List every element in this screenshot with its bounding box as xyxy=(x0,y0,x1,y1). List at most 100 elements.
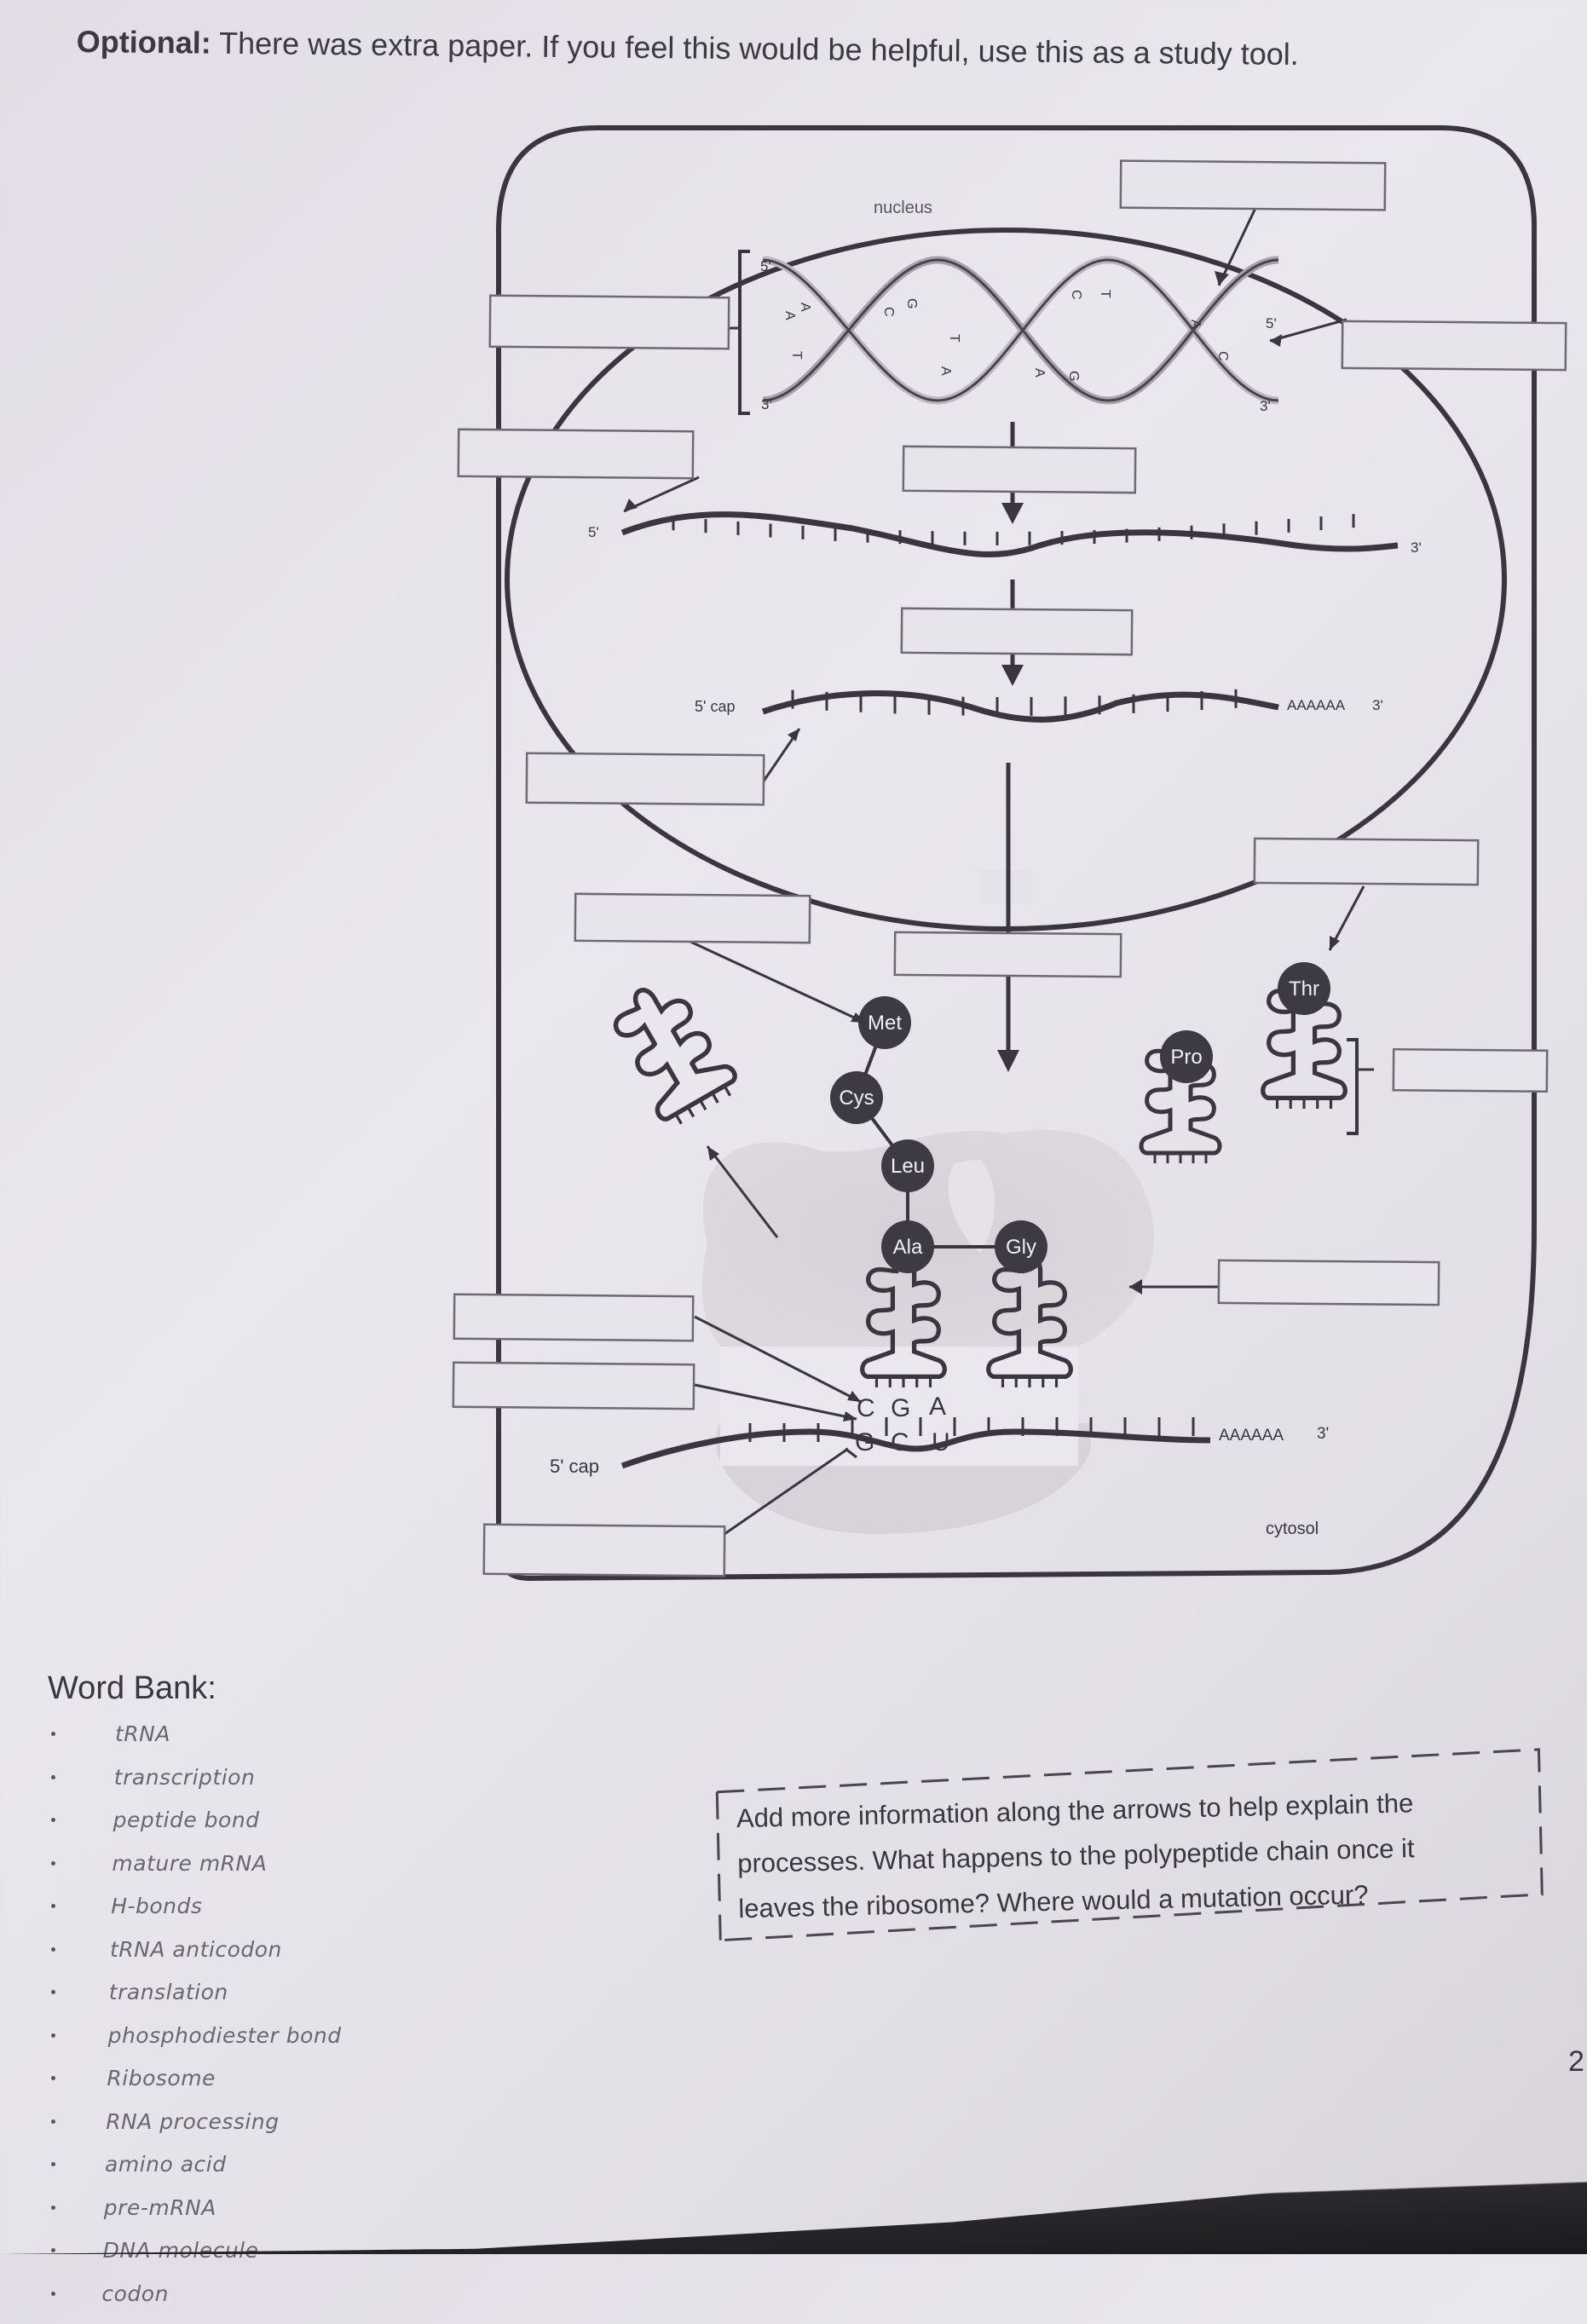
blank-label-box[interactable] xyxy=(1255,839,1478,885)
word-bank-item: DNA molecule xyxy=(51,2238,342,2281)
codon-base: G xyxy=(855,1428,874,1456)
bullet xyxy=(51,2206,55,2210)
bullet xyxy=(51,1947,55,1952)
dna-base: C xyxy=(881,307,896,317)
bullet xyxy=(51,1775,55,1779)
anticodon-base: C xyxy=(857,1394,875,1422)
amino-acid: Cys xyxy=(830,1071,883,1124)
word-bank-term: RNA processing xyxy=(106,2109,279,2134)
anticodon-base: G xyxy=(891,1394,910,1422)
blank-label-box[interactable] xyxy=(1121,161,1385,210)
bullet xyxy=(51,1732,55,1736)
dna-base: T xyxy=(789,351,804,360)
amino-acid-label: Thr xyxy=(1289,977,1319,1001)
premrna-3prime: 3' xyxy=(1411,539,1422,556)
blank-label-box[interactable] xyxy=(454,1295,693,1341)
cytosol-label: cytosol xyxy=(1266,1520,1319,1538)
translation-3prime: 3' xyxy=(1317,1425,1329,1443)
nuclear-pore xyxy=(980,869,1031,903)
mature-3prime: 3' xyxy=(1372,697,1383,713)
dna-base: T xyxy=(947,334,961,343)
blank-label-box[interactable] xyxy=(903,447,1135,493)
translation-cap-label: 5' cap xyxy=(550,1456,599,1477)
dna-base: C xyxy=(1215,351,1230,361)
nucleus-label: nucleus xyxy=(874,199,932,217)
word-bank-term: tRNA xyxy=(115,1721,170,1746)
word-bank-term: amino acid xyxy=(105,2152,227,2177)
word-bank-term: H-bonds xyxy=(111,1894,202,1918)
bullet xyxy=(51,1904,55,1908)
bullet xyxy=(51,2033,55,2038)
word-bank-item: tRNA xyxy=(51,1721,342,1765)
word-bank-item: RNA processing xyxy=(51,2109,342,2153)
trna xyxy=(600,971,742,1132)
bullet xyxy=(51,2119,55,2124)
bullet xyxy=(51,2076,55,2080)
amino-acid-label: Ala xyxy=(893,1236,923,1259)
bullet xyxy=(51,2248,55,2252)
blank-label-box[interactable] xyxy=(575,894,810,943)
word-bank-item: pre-mRNA xyxy=(51,2195,342,2239)
amino-acid: Pro xyxy=(1160,1030,1213,1083)
word-bank-term: Ribosome xyxy=(107,2066,216,2090)
dna-base: A xyxy=(1032,368,1047,378)
word-bank-item: tRNA anticodon xyxy=(51,1937,342,1981)
word-bank-term: transcription xyxy=(114,1765,256,1790)
word-bank-item: amino acid xyxy=(51,2152,342,2195)
word-bank-term: pre-mRNA xyxy=(104,2195,216,2220)
amino-acid: Met xyxy=(858,996,911,1049)
trna-bracket xyxy=(1347,1040,1357,1133)
word-bank-item: transcription xyxy=(51,1765,342,1808)
amino-acid: Gly xyxy=(995,1220,1047,1273)
amino-acid-label: Met xyxy=(868,1012,902,1035)
instruction-note: Add more information along the arrows to… xyxy=(707,1724,1547,1956)
amino-acid-label: Leu xyxy=(891,1155,925,1178)
blank-label-box[interactable] xyxy=(1219,1260,1439,1305)
mature-cap-label: 5' cap xyxy=(695,698,735,715)
dna-base: G xyxy=(1066,371,1081,381)
codon-base: C xyxy=(891,1428,909,1456)
page-number: 2 xyxy=(1568,2045,1584,2079)
blank-label-box[interactable] xyxy=(490,296,730,349)
dna-base: A xyxy=(782,311,797,320)
dna-5prime-right: 5' xyxy=(1266,315,1277,332)
bullet xyxy=(51,2162,55,2166)
amino-acid-label: Pro xyxy=(1170,1046,1202,1069)
word-bank-term: DNA molecule xyxy=(103,2238,259,2263)
bullet xyxy=(51,1861,55,1866)
dna-5prime-left: 5' xyxy=(760,258,771,274)
word-bank-item: codon xyxy=(51,2281,342,2324)
blank-label-box[interactable] xyxy=(1394,1049,1547,1092)
dna-base: A xyxy=(1188,320,1203,329)
amino-acid: Leu xyxy=(881,1139,934,1192)
blank-label-box[interactable] xyxy=(527,753,764,804)
premrna-5prime: 5' xyxy=(588,524,599,540)
word-bank-term: mature mRNA xyxy=(112,1851,267,1876)
blank-label-box[interactable] xyxy=(1342,321,1566,370)
blank-label-box[interactable] xyxy=(902,608,1132,655)
word-bank-term: peptide bond xyxy=(113,1808,260,1832)
amino-acid-label: Gly xyxy=(1006,1236,1036,1259)
anticodon-base: A xyxy=(929,1393,946,1421)
translation-polya-label: AAAAAA xyxy=(1219,1427,1284,1445)
word-bank-item: mature mRNA xyxy=(51,1851,342,1894)
word-bank-term: phosphodiester bond xyxy=(108,2023,342,2048)
dna-3prime-right: 3' xyxy=(1260,398,1271,414)
mature-polya-label: AAAAAA xyxy=(1287,697,1346,713)
word-bank-item: peptide bond xyxy=(51,1808,342,1851)
blank-label-box[interactable] xyxy=(453,1363,694,1409)
dna-base: C xyxy=(1069,290,1083,300)
word-bank-term: tRNA anticodon xyxy=(110,1937,282,1962)
blank-label-box[interactable] xyxy=(895,932,1121,977)
blank-label-box[interactable] xyxy=(484,1525,724,1576)
word-bank-list: tRNA transcription peptide bond mature mRNA… xyxy=(51,1721,342,2324)
word-bank-item: Ribosome xyxy=(51,2066,342,2109)
dna-base: G xyxy=(904,298,919,309)
word-bank-item: H-bonds xyxy=(51,1894,342,1937)
dna-bracket xyxy=(740,251,750,413)
word-bank-title: Word Bank: xyxy=(48,1670,216,1707)
blank-label-box[interactable] xyxy=(459,430,693,478)
amino-acid: Ala xyxy=(881,1220,934,1273)
dna-helix xyxy=(763,260,1278,401)
